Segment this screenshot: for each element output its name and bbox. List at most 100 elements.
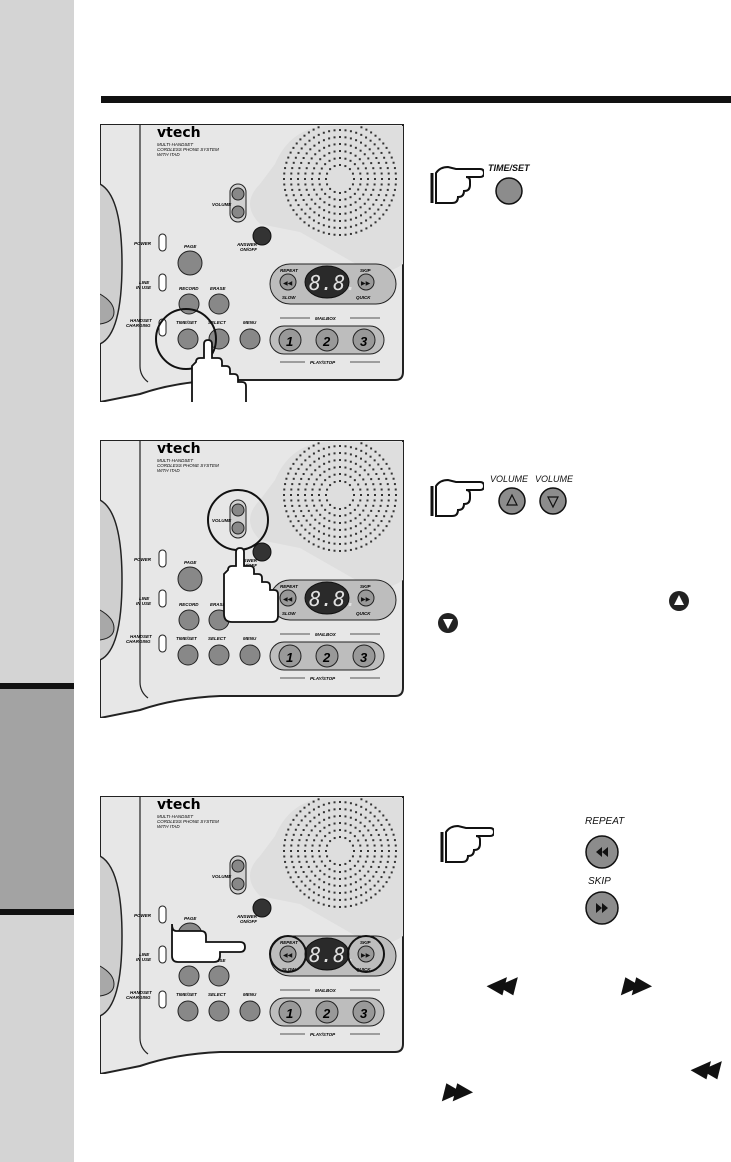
svg-text:◀◀: ◀◀ bbox=[283, 597, 293, 603]
label-hc1: CHARGING bbox=[126, 639, 151, 644]
label-line1: IN USE bbox=[136, 285, 152, 290]
label-line1: IN USE bbox=[136, 957, 152, 962]
label-page: PAGE bbox=[184, 244, 197, 249]
label-n2: 2 bbox=[322, 650, 331, 665]
label-ans0: ANSWER bbox=[236, 242, 258, 247]
section-tab-top-rule bbox=[0, 683, 74, 689]
timeset-button-label: TIME/SET bbox=[488, 163, 530, 173]
label-rep: REPEAT bbox=[280, 584, 299, 589]
label-hc1: CHARGING bbox=[126, 995, 151, 1000]
svg-text:▶▶: ▶▶ bbox=[361, 281, 371, 287]
label-sub2: WITH ITAD bbox=[157, 468, 180, 473]
label-skip: SKIP bbox=[360, 940, 372, 945]
label-sel: SELECT bbox=[208, 320, 227, 325]
label-hc0: HANDSET bbox=[130, 990, 153, 995]
label-line0: LINE bbox=[139, 280, 150, 285]
label-mb: MAILBOX bbox=[315, 988, 337, 993]
label-n1: 1 bbox=[286, 650, 293, 665]
label-n1: 1 bbox=[286, 1006, 293, 1021]
svg-text:◀◀: ◀◀ bbox=[283, 953, 293, 959]
label-pow: POWER bbox=[134, 557, 152, 562]
label-ps: PLAY/STOP bbox=[310, 1032, 336, 1037]
volume-down-button-icon bbox=[539, 487, 567, 515]
label-brand: vtech bbox=[157, 797, 201, 813]
label-ans1: ON/OFF bbox=[240, 247, 257, 252]
forward-icon: ▶▶ bbox=[622, 972, 650, 997]
label-rep: REPEAT bbox=[280, 268, 299, 273]
label-disp: 8.8. bbox=[309, 271, 357, 295]
label-sub0: MULTI-HANDSET bbox=[157, 142, 194, 147]
label-era: ERASE bbox=[210, 286, 227, 291]
label-brand: vtech bbox=[157, 125, 201, 141]
label-ans1: ON/OFF bbox=[240, 919, 257, 924]
label-vol: VOLUME bbox=[212, 518, 232, 523]
label-n2: 2 bbox=[322, 334, 331, 349]
label-mb: MAILBOX bbox=[315, 632, 337, 637]
label-sub1: CORDLESS PHONE SYSTEM bbox=[157, 819, 219, 824]
label-quick: QUICK bbox=[356, 611, 371, 616]
label-sub2: WITH ITAD bbox=[157, 152, 180, 157]
side-tab bbox=[0, 0, 74, 1162]
label-ans0: ANSWER bbox=[236, 558, 258, 563]
label-line1: IN USE bbox=[136, 601, 152, 606]
label-rec: RECORD bbox=[179, 286, 199, 291]
base-unit-illustration-repeat-skip: vtech MULTI-HANDSET CORDLESS PHONE SYSTE… bbox=[100, 796, 405, 1074]
label-menu: MENU bbox=[243, 992, 257, 997]
label-ps: PLAY/STOP bbox=[310, 676, 336, 681]
label-sel: SELECT bbox=[208, 636, 227, 641]
base-unit-drawing: vtech MULTI-HANDSET CORDLESS PHONE SYSTE… bbox=[100, 440, 404, 718]
repeat-button-label: REPEAT bbox=[585, 816, 625, 827]
label-sub2: WITH ITAD bbox=[157, 824, 180, 829]
forward-icon: ▶▶ bbox=[443, 1078, 471, 1103]
label-hc0: HANDSET bbox=[130, 634, 153, 639]
pointing-hand-icon bbox=[430, 478, 484, 517]
label-menu: MENU bbox=[243, 320, 257, 325]
label-skip: SKIP bbox=[360, 268, 372, 273]
label-n2: 2 bbox=[322, 1006, 331, 1021]
label-line0: LINE bbox=[139, 952, 150, 957]
repeat-button-icon bbox=[585, 835, 619, 869]
label-disp: 8.8. bbox=[309, 587, 357, 611]
label-ts: TIME/SET bbox=[176, 992, 198, 997]
label-quick: QUICK bbox=[356, 967, 371, 972]
label-pow: POWER bbox=[134, 913, 152, 918]
skip-button-icon bbox=[585, 891, 619, 925]
base-unit-illustration-volume: vtech MULTI-HANDSET CORDLESS PHONE SYSTE… bbox=[100, 440, 405, 718]
label-hc1: CHARGING bbox=[126, 323, 151, 328]
skip-button-label: SKIP bbox=[588, 876, 611, 887]
label-rec: RECORD bbox=[179, 602, 199, 607]
label-menu: MENU bbox=[243, 636, 257, 641]
pointing-hand-icon bbox=[440, 824, 494, 863]
label-line0: LINE bbox=[139, 596, 150, 601]
label-page: PAGE bbox=[184, 916, 197, 921]
base-unit-drawing: vtech MULTI-HANDSET CORDLESS PHONE SYSTE… bbox=[100, 124, 404, 402]
header-rule bbox=[101, 96, 731, 103]
label-n3: 3 bbox=[360, 334, 368, 349]
label-page: PAGE bbox=[184, 560, 197, 565]
label-era: ERASE bbox=[210, 602, 227, 607]
svg-text:▶▶: ▶▶ bbox=[361, 953, 371, 959]
label-slow: SLOW bbox=[282, 295, 296, 300]
svg-text:▶▶: ▶▶ bbox=[361, 597, 371, 603]
label-vol: VOLUME bbox=[212, 874, 232, 879]
label-mb: MAILBOX bbox=[315, 316, 337, 321]
rewind-icon: ◀◀ bbox=[690, 1056, 718, 1081]
pointing-hand-icon bbox=[430, 165, 484, 204]
label-slow: SLOW bbox=[282, 967, 296, 972]
base-unit-drawing: vtech MULTI-HANDSET CORDLESS PHONE SYSTE… bbox=[100, 796, 404, 1074]
section-tab-marker bbox=[0, 683, 74, 915]
label-quick: QUICK bbox=[356, 295, 371, 300]
label-sub0: MULTI-HANDSET bbox=[157, 814, 194, 819]
label-vol: VOLUME bbox=[212, 202, 232, 207]
label-ans0: ANSWER bbox=[236, 914, 258, 919]
label-n1: 1 bbox=[286, 334, 293, 349]
label-ts: TIME/SET bbox=[176, 636, 198, 641]
label-sub1: CORDLESS PHONE SYSTEM bbox=[157, 147, 219, 152]
label-n3: 3 bbox=[360, 650, 368, 665]
label-rep: REPEAT bbox=[280, 940, 299, 945]
timeset-button-icon bbox=[495, 177, 523, 205]
label-ps: PLAY/STOP bbox=[310, 360, 336, 365]
label-ts: TIME/SET bbox=[176, 320, 198, 325]
svg-text:◀◀: ◀◀ bbox=[283, 281, 293, 287]
rewind-icon: ◀◀ bbox=[486, 972, 514, 997]
